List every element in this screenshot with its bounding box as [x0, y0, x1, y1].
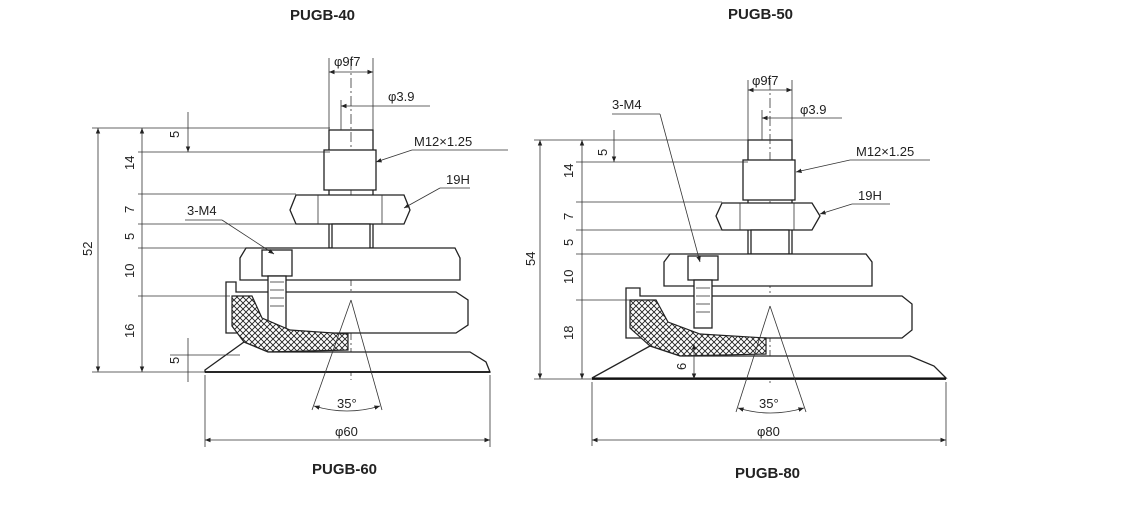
overall-height-label: 54: [523, 252, 538, 266]
vertical-dimensions: 5 14 7 5 10 18 6 54: [523, 130, 760, 380]
angle-line-left: [735, 305, 771, 413]
dim-5-top: 5: [595, 149, 610, 156]
top-dimensions: φ9f7 φ3.9 M12×1.25 19H 3-M4: [185, 54, 508, 255]
dim-5-top: 5: [167, 131, 182, 138]
hex-nut: [715, 202, 821, 231]
dim-5-mid: 5: [561, 239, 576, 246]
angle-line-right: [769, 305, 807, 413]
thread-section: [323, 149, 377, 191]
thread-label: M12×1.25: [414, 134, 472, 149]
title-pugb-40: PUGB-40: [290, 7, 355, 24]
dim-7: 7: [561, 213, 576, 220]
shaft-diameter-label: φ9f7: [334, 54, 361, 69]
suction-cup-body: [204, 60, 491, 412]
angle-line-right: [350, 299, 383, 411]
suction-cup-body: [591, 80, 948, 414]
hex-label: 19H: [446, 172, 470, 187]
hex-nut: [289, 194, 411, 225]
dim-5-bottom: 5: [167, 357, 182, 364]
hole-diameter-label: φ3.9: [800, 102, 827, 117]
dim-5-mid: 5: [122, 233, 137, 240]
dim-14: 14: [122, 156, 137, 170]
pad-diameter-dimension: φ80: [591, 382, 947, 446]
title-pugb-60: PUGB-60: [312, 461, 377, 478]
rubber-pad-section: [629, 299, 767, 357]
hex-label: 19H: [858, 188, 882, 203]
hole-diameter-label: φ3.9: [388, 89, 415, 104]
dim-7: 7: [122, 206, 137, 213]
top-dimensions: φ9f7 φ3.9 M12×1.25 19H 3-M4: [612, 73, 930, 263]
screw-head: [261, 249, 293, 277]
angle-label: 35°: [337, 396, 357, 411]
angle-label: 35°: [759, 396, 779, 411]
angle-line-left: [311, 299, 352, 411]
dim-18: 18: [561, 326, 576, 340]
screw-head: [687, 255, 719, 281]
title-pugb-80: PUGB-80: [735, 465, 800, 482]
figure-pugb-40-60: PUGB-40: [80, 7, 508, 478]
thread-section: [742, 159, 796, 201]
pad-diameter-label: φ60: [335, 424, 358, 439]
pad-diameter-label: φ80: [757, 424, 780, 439]
overall-height-label: 52: [80, 242, 95, 256]
shaft-diameter-label: φ9f7: [752, 73, 779, 88]
dim-6-bottom: 6: [674, 363, 689, 370]
vertical-dimensions: 5 14 7 5 10 16 5 52: [80, 112, 330, 382]
pad-skirt: [591, 345, 948, 379]
figure-pugb-50-80: PUGB-50 φ: [523, 6, 948, 482]
dim-16: 16: [122, 324, 137, 338]
thread-label: M12×1.25: [856, 144, 914, 159]
screw-label: 3-M4: [187, 203, 217, 218]
dim-14: 14: [561, 164, 576, 178]
title-pugb-50: PUGB-50: [728, 6, 793, 23]
dim-10: 10: [122, 264, 137, 278]
pad-diameter-dimension: φ60: [204, 375, 491, 447]
screw-label: 3-M4: [612, 97, 642, 112]
dim-10: 10: [561, 270, 576, 284]
rubber-pad-section: [231, 295, 349, 353]
